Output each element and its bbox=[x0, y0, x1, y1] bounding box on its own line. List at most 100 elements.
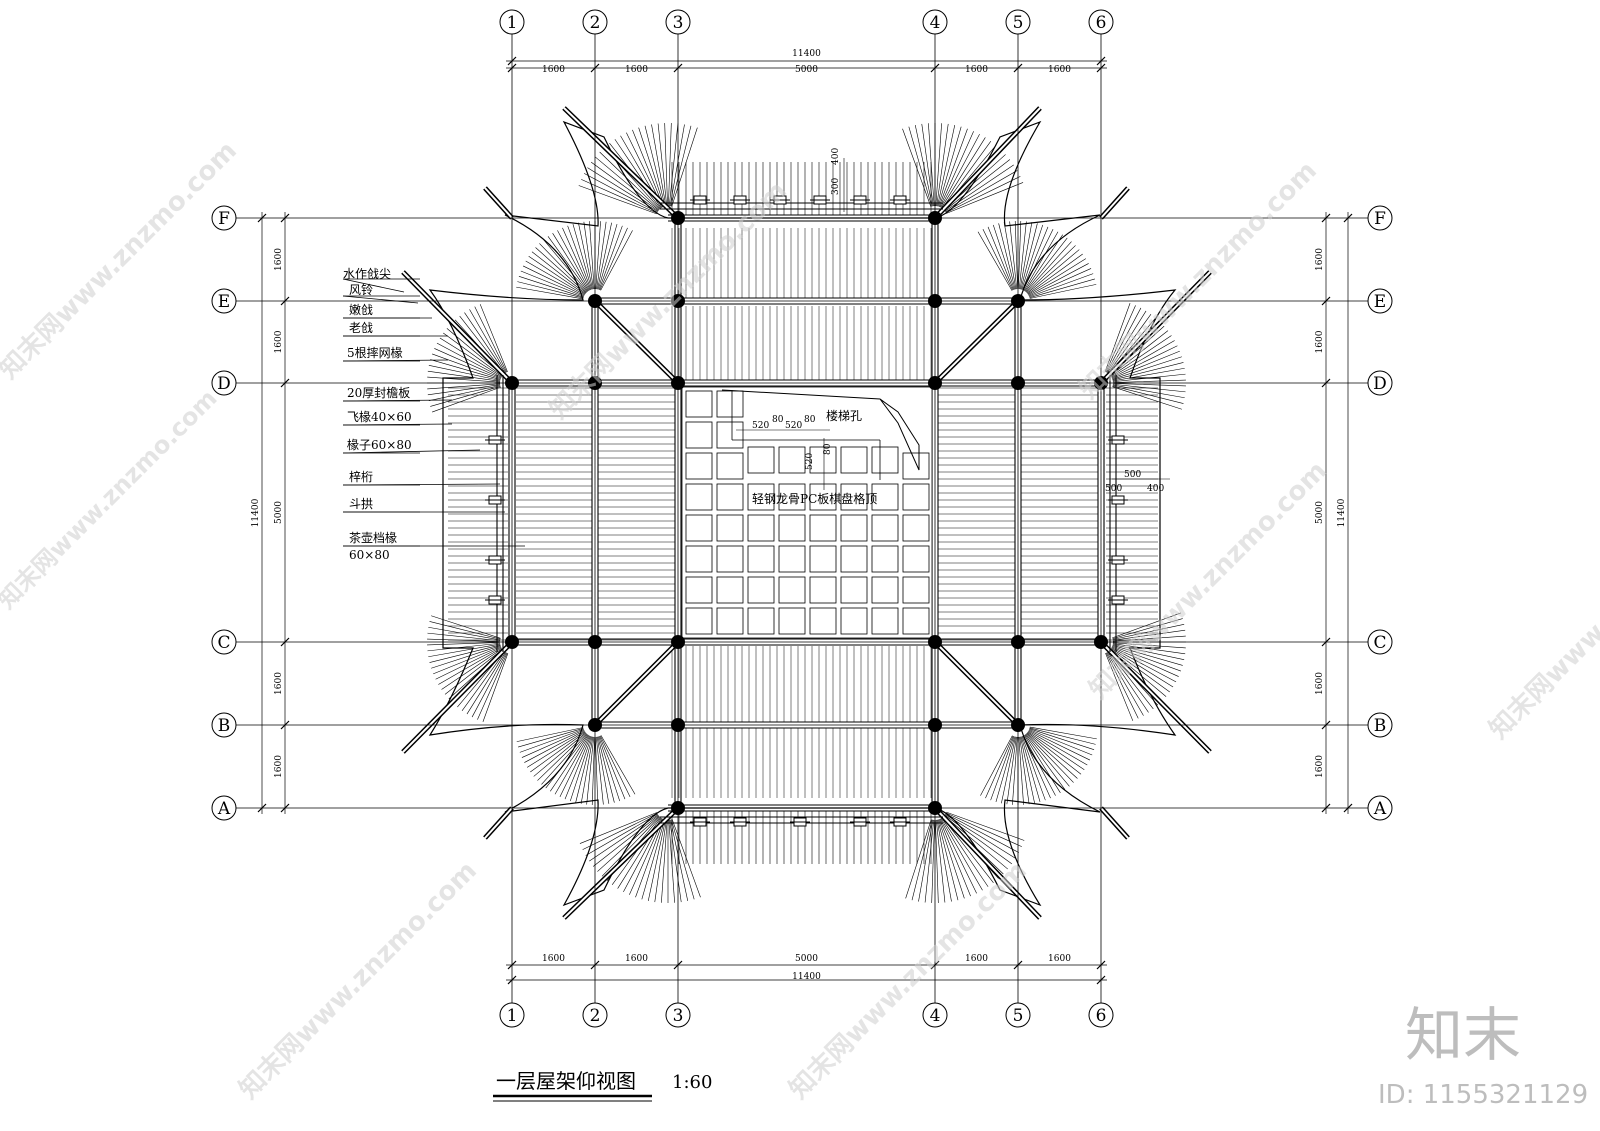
fan-rafter-0 bbox=[578, 185, 657, 215]
hdim-tick-top-5 bbox=[1096, 63, 1106, 73]
fan-rafter-5 bbox=[1112, 386, 1182, 410]
fan-rafter-10 bbox=[518, 728, 584, 748]
stair-opening-label: 楼梯孔 bbox=[826, 408, 862, 423]
fan-rafter-7 bbox=[1112, 624, 1185, 640]
hip-rafter-inner-5 bbox=[1100, 187, 1129, 219]
fan-rafter-9 bbox=[1029, 273, 1094, 298]
top-small-dim-a: 400 bbox=[831, 148, 841, 165]
stair-dim-3: 520 bbox=[785, 421, 802, 431]
fan-rafter-10 bbox=[550, 734, 589, 792]
ceiling-panel bbox=[747, 576, 775, 604]
fan-rafter-4 bbox=[479, 304, 508, 372]
fan-rafter-7 bbox=[1112, 642, 1186, 649]
fan-rafter-8 bbox=[547, 236, 589, 292]
fan-rafter-3 bbox=[905, 819, 932, 899]
column-12 bbox=[505, 376, 519, 390]
fan-rafter-11 bbox=[1028, 730, 1088, 766]
fan-rafter-9 bbox=[1009, 221, 1018, 290]
fan-rafter-6 bbox=[429, 644, 501, 663]
axis-right-F-label: F bbox=[1374, 209, 1386, 229]
callout-flying-rafter: 飞椽40×60 bbox=[347, 410, 412, 424]
vdim-tick-right-3 bbox=[1321, 637, 1331, 647]
fan-rafter-3 bbox=[937, 819, 959, 901]
hdim-total-tick-b-bottom bbox=[1096, 975, 1106, 985]
hip-rafter-inner-11 bbox=[1100, 641, 1211, 753]
axis-bottom-5-circle bbox=[1005, 1002, 1031, 1028]
ceiling-panel bbox=[840, 545, 868, 573]
vdim-tick-right-5 bbox=[1321, 803, 1331, 813]
fan-rafter-8 bbox=[578, 222, 593, 290]
fan-rafter-11 bbox=[1006, 736, 1017, 805]
fan-rafter-10 bbox=[598, 736, 621, 802]
fan-rafter-1 bbox=[939, 131, 974, 208]
fan-rafter-9 bbox=[1028, 263, 1089, 296]
axis-bottom-5-label: 5 bbox=[1013, 1006, 1024, 1026]
ceiling-panel bbox=[747, 514, 775, 542]
ceiling-panel bbox=[716, 452, 744, 480]
stair-vdim-2: 80 bbox=[823, 443, 833, 455]
fan-rafter-10 bbox=[597, 736, 615, 803]
fan-rafter-9 bbox=[1014, 221, 1018, 290]
roof-rafter-hatching bbox=[427, 120, 1186, 907]
axis-right-D-circle bbox=[1367, 370, 1393, 396]
fan-rafter-11 bbox=[1021, 736, 1041, 802]
fan-rafter-3 bbox=[935, 819, 946, 903]
callout-nenqiang: 嫩戗 bbox=[349, 303, 373, 317]
fan-rafter-10 bbox=[575, 736, 593, 803]
ceiling-panel bbox=[685, 545, 713, 573]
fan-rafter-5 bbox=[1105, 305, 1136, 373]
fan-rafter-7 bbox=[1112, 643, 1186, 655]
fan-rafter-6 bbox=[428, 643, 501, 658]
callout-shuizuo-qianjian: 水作戗尖 bbox=[343, 267, 391, 281]
column-9 bbox=[928, 718, 942, 732]
stair-opening-outline bbox=[721, 389, 920, 471]
axis-left-D-circle bbox=[211, 370, 237, 396]
fan-rafter-2 bbox=[635, 819, 665, 898]
column-21 bbox=[1011, 635, 1025, 649]
vdim-tick-left-0 bbox=[280, 213, 290, 223]
axis-bottom-1-circle bbox=[499, 1002, 525, 1028]
hip-rafter-inner-8 bbox=[402, 271, 513, 384]
callout-purlin: 梓桁 bbox=[349, 469, 373, 484]
fan-rafter-7 bbox=[1105, 652, 1139, 719]
column-3 bbox=[928, 801, 942, 815]
vdim-total-tick-a-left bbox=[257, 213, 267, 223]
ceiling-panel bbox=[840, 576, 868, 604]
column-2 bbox=[928, 211, 942, 225]
ceiling-panel bbox=[716, 545, 744, 573]
fan-rafter-10 bbox=[533, 732, 587, 777]
column-18 bbox=[928, 376, 942, 390]
fan-rafter-7 bbox=[1112, 618, 1183, 639]
fan-rafter-0 bbox=[669, 124, 685, 207]
fan-rafter-2 bbox=[668, 819, 675, 903]
fan-rafter-0 bbox=[583, 173, 658, 213]
fan-rafter-11 bbox=[1023, 735, 1056, 796]
callout-leader-0 bbox=[342, 278, 405, 293]
axis-bottom-2-label: 2 bbox=[590, 1006, 601, 1026]
column-4 bbox=[588, 294, 602, 308]
ceiling-panel bbox=[902, 545, 930, 573]
vdim-total-tick-b-right bbox=[1343, 803, 1353, 813]
fan-rafter-9 bbox=[982, 228, 1014, 291]
hdim-text-bottom-1: 1600 bbox=[625, 954, 648, 964]
fan-rafter-8 bbox=[539, 243, 587, 293]
fan-rafter-10 bbox=[526, 731, 585, 768]
fan-rafter-5 bbox=[1112, 362, 1184, 381]
callout-chahu-size: 60×80 bbox=[349, 548, 390, 562]
fan-rafter-3 bbox=[944, 814, 1013, 865]
fan-rafter-9 bbox=[1025, 241, 1072, 293]
fan-rafter-10 bbox=[595, 736, 599, 805]
fan-rafter-1 bbox=[935, 123, 942, 207]
fan-rafter-8 bbox=[518, 275, 584, 298]
fan-rafter-7 bbox=[1112, 645, 1183, 666]
drawing-scale: 1:60 bbox=[672, 1072, 712, 1093]
fan-rafter-0 bbox=[638, 127, 665, 207]
hdim-tick-bottom-5 bbox=[1096, 960, 1106, 970]
fan-rafter-7 bbox=[1112, 612, 1181, 639]
axis-top-6-label: 6 bbox=[1096, 13, 1107, 33]
stair-dim-2: 80 bbox=[772, 415, 784, 425]
fan-rafter-11 bbox=[990, 736, 1015, 801]
fan-rafter-10 bbox=[569, 736, 592, 802]
vdim-tick-right-0 bbox=[1321, 213, 1331, 223]
stair-panel bbox=[747, 446, 775, 474]
